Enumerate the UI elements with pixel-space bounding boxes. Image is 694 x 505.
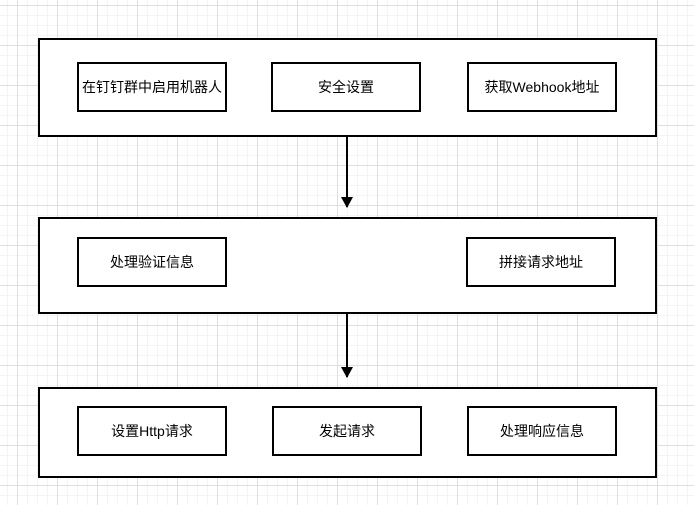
arrow-line — [346, 314, 348, 377]
node-label: 拼接请求地址 — [499, 254, 583, 270]
node-label: 安全设置 — [318, 79, 374, 95]
node-process-verification-info: 处理验证信息 — [77, 237, 227, 287]
node-label: 获取Webhook地址 — [484, 79, 600, 95]
node-send-request: 发起请求 — [272, 406, 422, 456]
node-label: 设置Http请求 — [111, 423, 193, 439]
node-label: 在钉钉群中启用机器人 — [82, 79, 222, 95]
node-security-settings: 安全设置 — [271, 62, 421, 112]
node-label: 处理响应信息 — [500, 423, 584, 439]
node-process-response-info: 处理响应信息 — [467, 406, 617, 456]
node-label: 发起请求 — [319, 423, 375, 439]
arrow-line — [346, 137, 348, 207]
arrowhead-icon — [341, 367, 353, 378]
node-enable-robot-in-dingtalk-group: 在钉钉群中启用机器人 — [77, 62, 227, 112]
arrowhead-icon — [341, 197, 353, 208]
node-label: 处理验证信息 — [110, 254, 194, 270]
node-set-http-request: 设置Http请求 — [77, 406, 227, 456]
node-concatenate-request-address: 拼接请求地址 — [466, 237, 616, 287]
node-get-webhook-address: 获取Webhook地址 — [467, 62, 617, 112]
